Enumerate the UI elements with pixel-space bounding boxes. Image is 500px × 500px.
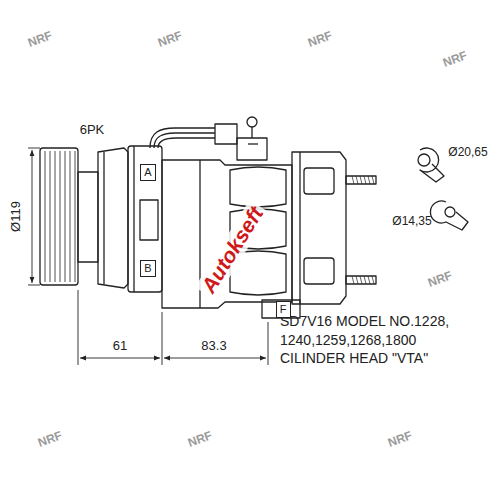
compressor-body <box>162 160 292 308</box>
watermark: NRF <box>426 269 454 290</box>
watermark: NRF <box>386 429 414 450</box>
diameter-dimension: Ø119 <box>9 201 24 232</box>
connector <box>215 124 237 144</box>
wire <box>154 133 215 148</box>
watermark: NRF <box>26 29 54 50</box>
terminal-letter: B <box>144 263 151 274</box>
terminal-letter: F <box>280 304 287 315</box>
watermark: NRF <box>36 429 64 450</box>
terminal-box: B <box>140 260 156 277</box>
terminal-letter: A <box>144 167 151 178</box>
model-note: SD7V16 MODEL NO.1228, 1240,1259,1268,180… <box>280 312 480 369</box>
flange-block <box>140 200 158 240</box>
fitting-diameter: Ø14,35 <box>392 215 431 229</box>
watermark: NRF <box>306 29 334 50</box>
screw <box>247 117 257 127</box>
watermark: NRF <box>186 429 214 450</box>
fitting-diameter: Ø20,65 <box>448 146 487 160</box>
clutch-hub <box>78 172 98 262</box>
pulley-grooves <box>45 151 75 282</box>
rear-head <box>292 152 346 304</box>
wire <box>150 128 215 148</box>
length-dimension: 61 <box>113 339 127 354</box>
front-housing <box>98 148 128 288</box>
length-dimension: 83.3 <box>201 339 226 354</box>
dimension-line <box>28 148 40 285</box>
belt-profile: 6PK <box>80 123 105 138</box>
stud-threads <box>352 176 374 284</box>
dimension-line <box>78 290 268 365</box>
pulley <box>40 148 78 285</box>
watermark: NRF <box>441 49 469 70</box>
watermark: NRF <box>156 29 184 50</box>
watermark: Autokseft <box>195 200 270 300</box>
terminal-box: A <box>140 164 156 181</box>
front-flange <box>128 146 162 292</box>
cylinder <box>230 167 286 207</box>
mounting-stud <box>346 176 376 284</box>
switch-body <box>237 138 267 160</box>
terminal-box: F <box>276 301 291 318</box>
wire <box>158 138 215 148</box>
